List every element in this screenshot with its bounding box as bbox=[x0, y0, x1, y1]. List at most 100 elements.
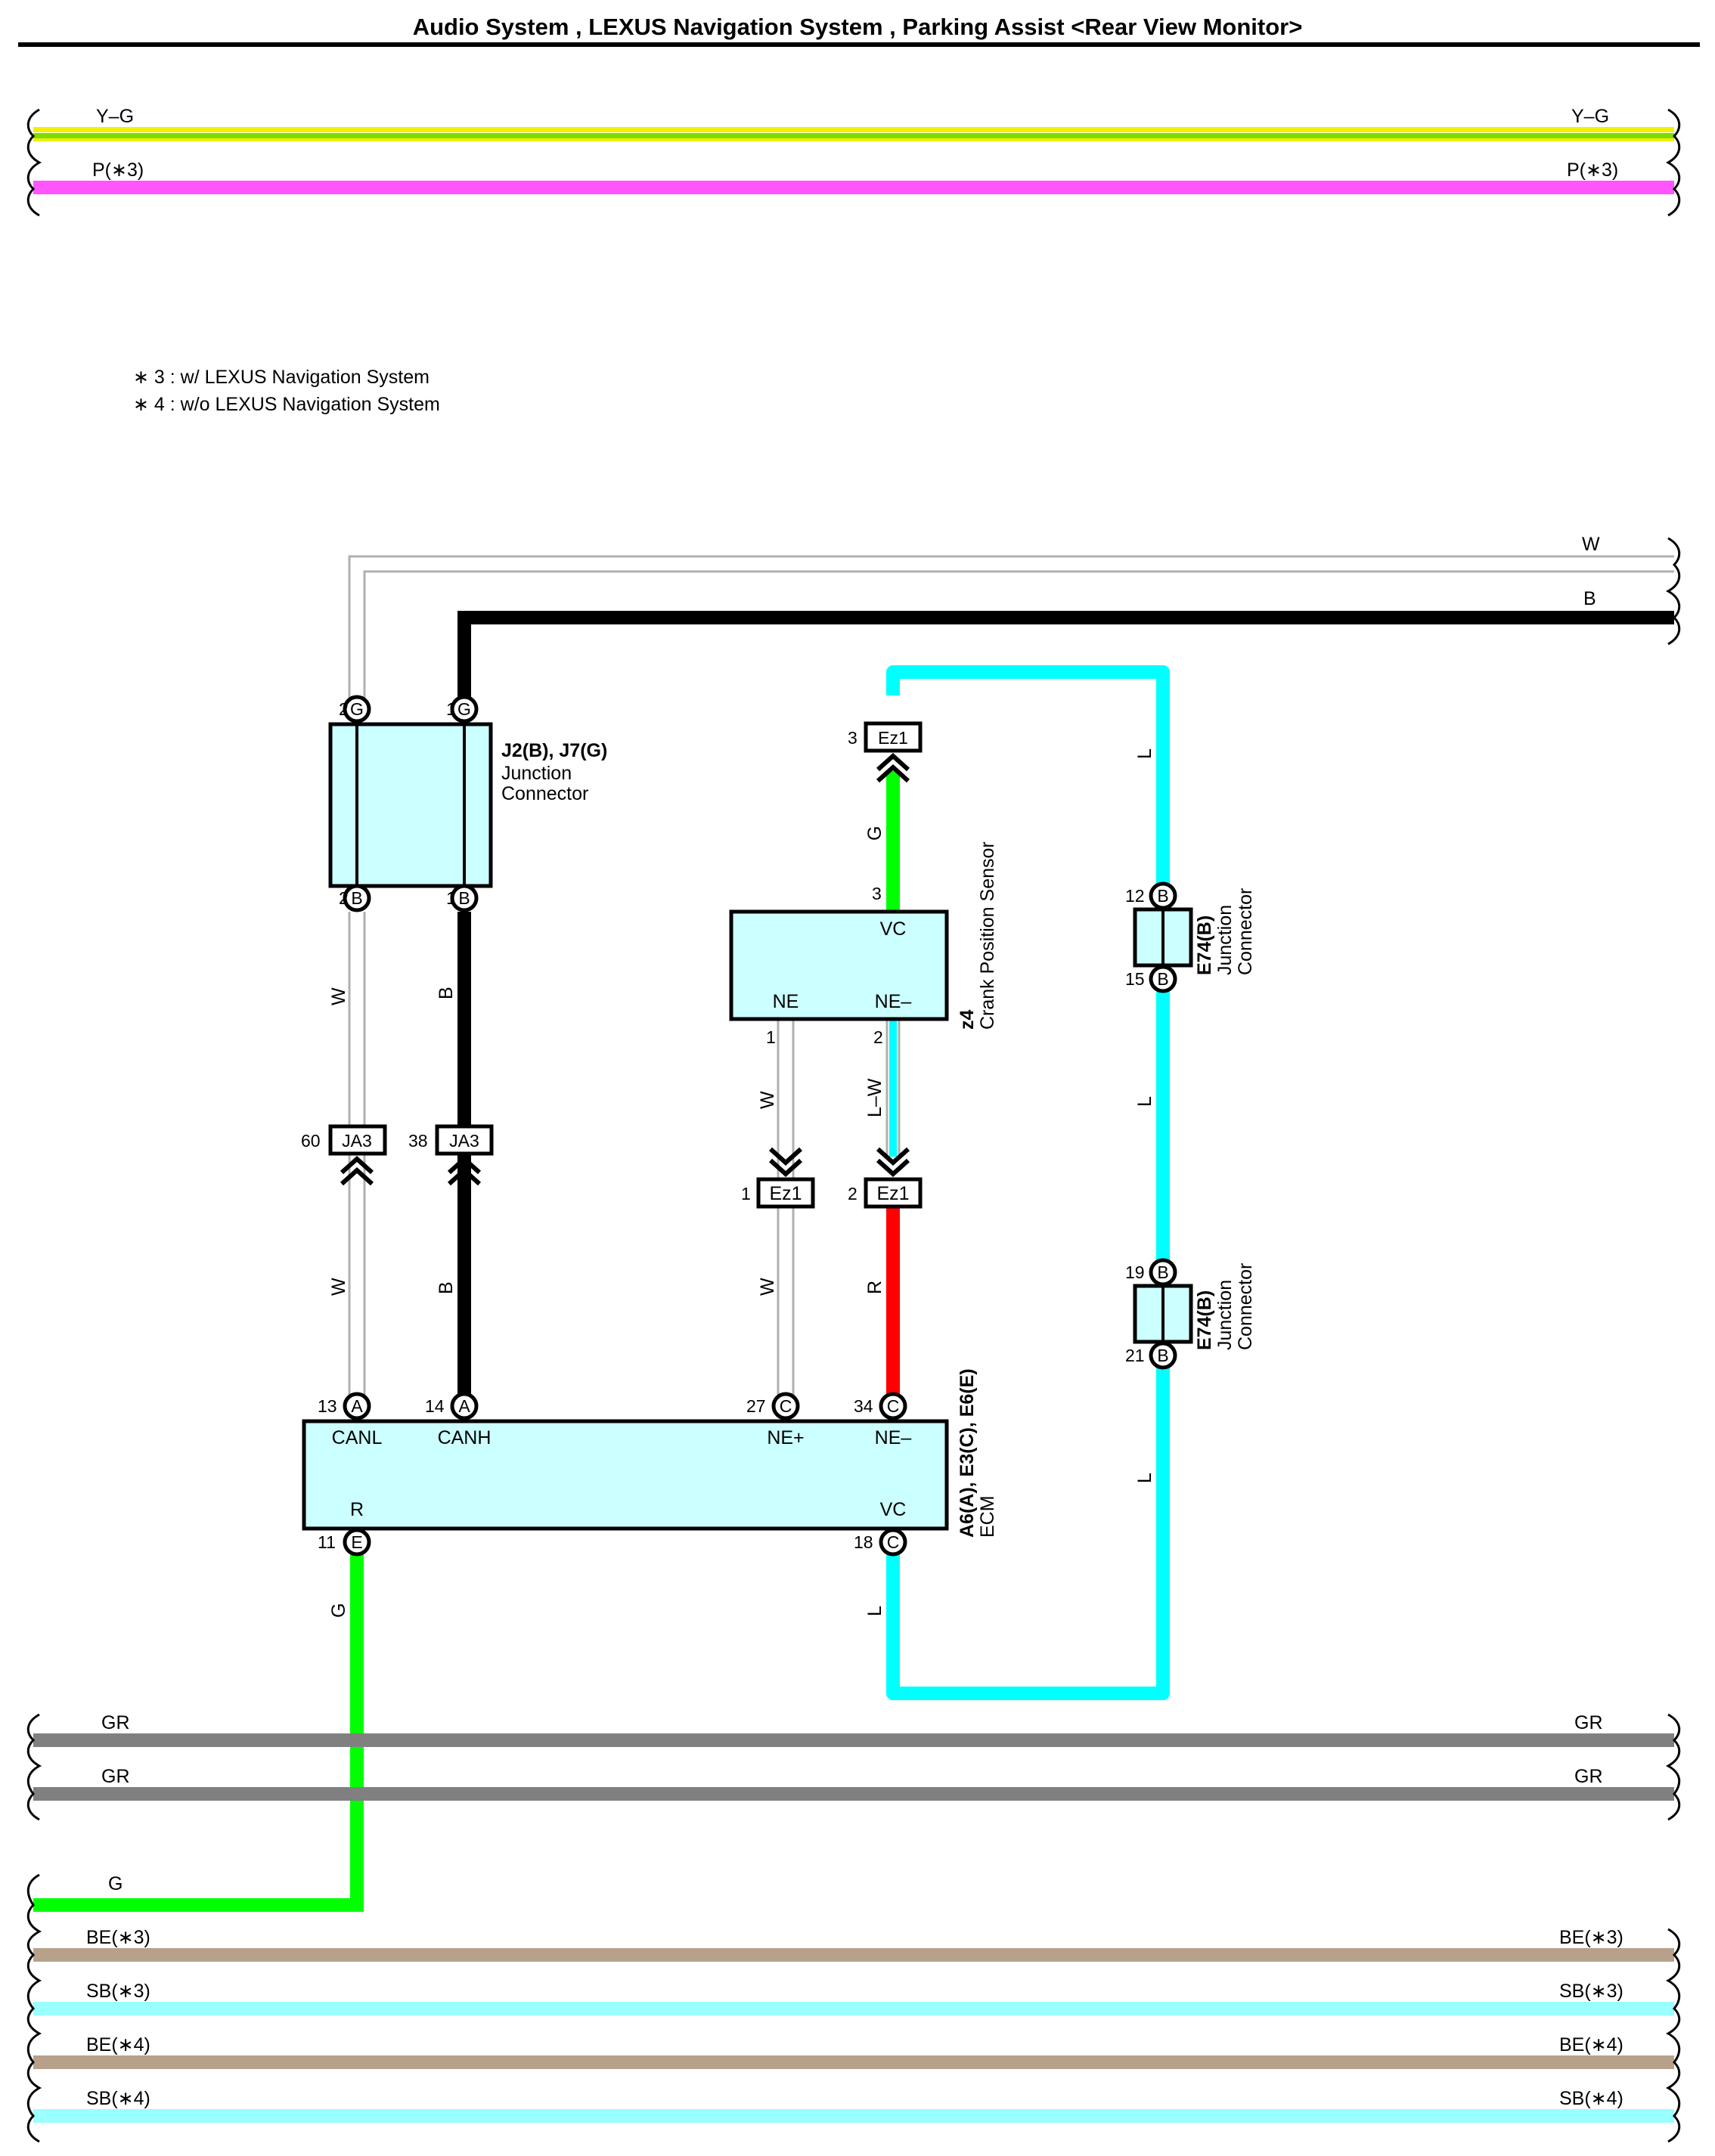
pin-name: CANL bbox=[332, 1427, 383, 1448]
wire-color-label: L bbox=[1134, 1096, 1155, 1107]
pin-circle bbox=[450, 695, 479, 723]
chevron-down-icon bbox=[876, 1147, 910, 1178]
component-name: Junction bbox=[1214, 1280, 1236, 1350]
pin-letter: B bbox=[458, 888, 470, 908]
wire-y-g-green bbox=[33, 133, 1674, 138]
ecm: CANL CANH NE+ NE– R VC A6(A), E3(C), E6(… bbox=[302, 1368, 998, 1538]
pin-circle bbox=[450, 1392, 479, 1420]
pin-name: CANH bbox=[438, 1427, 492, 1448]
inline-connector-ja3-60: JA3 60 bbox=[301, 1124, 387, 1186]
bottom-wire-gr-1: GR GR bbox=[33, 1712, 1674, 1747]
wire-label-right: SB(∗4) bbox=[1559, 2088, 1624, 2109]
wire-be bbox=[33, 1948, 1674, 1962]
pin-letter: A bbox=[458, 1396, 470, 1416]
pin-number: 18 bbox=[854, 1532, 873, 1552]
break-mark-right-gr bbox=[1665, 1713, 1681, 1821]
component-code: z4 bbox=[957, 1010, 978, 1030]
pin-number: 38 bbox=[408, 1131, 428, 1151]
wire-p bbox=[33, 181, 1674, 194]
pin-letter: G bbox=[457, 699, 471, 719]
wire-g-ecm bbox=[33, 1545, 364, 1912]
pin-number: 2 bbox=[873, 1027, 883, 1047]
pin-letter: B bbox=[1157, 1346, 1168, 1365]
connector-label: Ez1 bbox=[878, 728, 908, 748]
connector-box bbox=[864, 721, 923, 753]
wire-label-right: P(∗3) bbox=[1567, 160, 1618, 181]
wire-sb bbox=[33, 2002, 1674, 2015]
pin-letter: C bbox=[780, 1396, 792, 1416]
pin-circle bbox=[343, 884, 371, 912]
page-title: Audio System , LEXUS Navigation System ,… bbox=[413, 14, 1303, 40]
wire-color-label: R bbox=[864, 1281, 885, 1294]
wire-label-left: BE(∗4) bbox=[86, 2034, 150, 2055]
connector-label: JA3 bbox=[449, 1131, 479, 1151]
inline-connector-ez1-1: Ez1 1 bbox=[741, 1147, 815, 1209]
break-mark-right-top bbox=[1665, 108, 1681, 217]
crank-position-sensor: VC NE NE– 3 1 2 z4 Crank Position Sensor bbox=[729, 841, 998, 1047]
component-code: E74(B) bbox=[1194, 915, 1215, 975]
wire-label-left: GR bbox=[101, 1766, 130, 1787]
connector-box bbox=[864, 1177, 923, 1209]
wire-color-label: L bbox=[864, 1606, 885, 1616]
break-mark-right-lower bbox=[1665, 1928, 1681, 2143]
pin-circle bbox=[450, 884, 479, 912]
wire-color-label: L bbox=[1134, 1473, 1155, 1483]
chevron-up-icon bbox=[447, 1155, 482, 1186]
pin-marker: A14 bbox=[425, 1392, 479, 1420]
component-code: J2(B), J7(G) bbox=[501, 740, 607, 761]
pin-marker: B1 bbox=[446, 884, 479, 912]
break-mark-right-wb bbox=[1665, 537, 1681, 646]
component-code: A6(A), E3(C), E6(E) bbox=[957, 1368, 978, 1538]
top-wire-p: P(∗3) P(∗3) bbox=[33, 160, 1674, 194]
pin-number: 15 bbox=[1125, 969, 1145, 989]
pin-number: 60 bbox=[301, 1131, 321, 1151]
pin-marker: C27 bbox=[746, 1392, 800, 1420]
pin-name: VC bbox=[880, 1499, 907, 1520]
note-4: ∗ 4 : w/o LEXUS Navigation System bbox=[133, 394, 440, 415]
component-name: ECM bbox=[977, 1495, 998, 1538]
pin-marker: B19 bbox=[1125, 1258, 1177, 1287]
pin-number: 34 bbox=[854, 1396, 873, 1416]
connector-box bbox=[328, 1124, 387, 1156]
sensor-body bbox=[729, 909, 949, 1021]
component-name-2: Connector bbox=[1235, 888, 1256, 975]
wire-label-left: SB(∗3) bbox=[86, 1981, 150, 2002]
wire-label-left: SB(∗4) bbox=[86, 2088, 150, 2109]
top-wire-y-g: Y–G Y–G bbox=[33, 106, 1674, 141]
pin-number: 13 bbox=[318, 1396, 337, 1416]
pin-number: 1 bbox=[766, 1027, 776, 1047]
wire-label-right: BE(∗3) bbox=[1559, 1927, 1624, 1948]
junction-connector-e74-upper: E74(B) Junction Connector bbox=[1133, 888, 1256, 975]
note-3: ∗ 3 : w/ LEXUS Navigation System bbox=[133, 367, 430, 388]
wire-gr bbox=[33, 1787, 1674, 1801]
pin-number: 12 bbox=[1125, 886, 1145, 906]
wire-color-label: L–W bbox=[864, 1078, 885, 1117]
connector-label: Ez1 bbox=[876, 1183, 909, 1204]
pin-circle bbox=[343, 1392, 371, 1420]
wire-label-right: GR bbox=[1574, 1766, 1603, 1787]
wire-color-label: G bbox=[328, 1603, 349, 1618]
bottom-wire-sb-3: SB(∗3) SB(∗3) bbox=[33, 1981, 1674, 2015]
connector-label: JA3 bbox=[342, 1131, 372, 1151]
connector-box bbox=[435, 1124, 494, 1156]
wire-label-right: GR bbox=[1574, 1712, 1603, 1733]
pin-name-ne-minus: NE– bbox=[875, 991, 912, 1012]
pin-number: 2 bbox=[339, 888, 349, 908]
inline-connector-ez1-2: Ez1 2 bbox=[848, 1147, 923, 1209]
pin-circle bbox=[343, 1528, 371, 1557]
pin-circle bbox=[879, 1528, 907, 1557]
pin-letter: E bbox=[351, 1532, 362, 1552]
wire-color-label: B bbox=[436, 987, 457, 999]
wire-color-label: G bbox=[864, 826, 885, 841]
pin-number: 2 bbox=[848, 1184, 858, 1203]
wire-color-label: B bbox=[436, 1281, 457, 1294]
pin-circle bbox=[1149, 881, 1177, 910]
pin-name-ne: NE bbox=[773, 991, 799, 1012]
wire-color-label: W bbox=[757, 1278, 778, 1296]
pin-letter: C bbox=[887, 1532, 900, 1552]
title-rule bbox=[18, 42, 1700, 47]
wire-w-outer bbox=[348, 555, 1674, 709]
junction-connector-j2-j7: J2(B), J7(G) Junction Connector bbox=[328, 722, 607, 888]
